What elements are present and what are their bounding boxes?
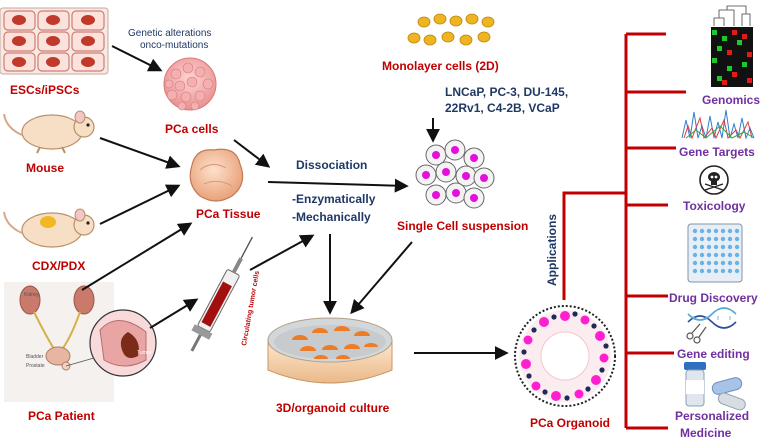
enzymatic-label: -Enzymatically <box>292 192 376 206</box>
bladder-label: Bladder <box>26 354 44 360</box>
esc-cell-grid-icon <box>0 7 109 75</box>
arrow-dissociation-to-suspension <box>267 178 409 193</box>
app-label-gene-editing: Gene editing <box>677 347 750 361</box>
patient-anatomy-icon <box>4 282 157 402</box>
cell-lines-label-1: LNCaP, PC-3, DU-145, <box>445 85 568 99</box>
syringe-icon <box>190 236 254 352</box>
mouse-label: Mouse <box>26 161 64 175</box>
app-label-genomics: Genomics <box>702 93 760 107</box>
arrow-cells-to-dissociation <box>233 139 271 168</box>
genetic-alterations-label: Genetic alterations <box>128 28 211 39</box>
kidney-label: Kidney <box>24 292 40 298</box>
culture-label: 3D/organoid culture <box>276 401 390 415</box>
app-label-drug-discovery: Drug Discovery <box>669 291 758 305</box>
patient-label: PCa Patient <box>28 409 95 423</box>
heatmap-icon <box>711 5 753 87</box>
single-cell-suspension-icon <box>415 139 495 209</box>
app-label-toxicology: Toxicology <box>683 199 746 213</box>
cdx-label: CDX/PDX <box>32 259 85 273</box>
arrow-patient-to-syringe <box>149 298 199 329</box>
single-cell-label: Single Cell suspension <box>397 219 528 233</box>
arrow-cdx-to-tissue <box>99 184 181 225</box>
application-tree <box>562 32 686 430</box>
arrow-patient-to-tissue <box>81 222 193 291</box>
pca-cells-cluster-icon <box>163 57 217 111</box>
organoid-icon <box>514 305 616 407</box>
esc-label: ESCs/iPSCs <box>10 83 80 97</box>
monolayer-cells-icon <box>407 13 495 46</box>
chromatogram-icon <box>681 109 755 140</box>
monolayer-label: Monolayer cells (2D) <box>382 59 499 73</box>
organoid-label: PCa Organoid <box>530 416 610 430</box>
onco-mutations-label: onco-mutations <box>140 40 208 51</box>
pca-cells-label: PCa cells <box>165 122 219 136</box>
cell-lines-label-2: 22Rv1, C4-2B, VCaP <box>445 101 560 115</box>
pca-tissue-icon <box>189 148 244 202</box>
app-label-medicine: Medicine <box>680 426 732 440</box>
flow-arrows <box>81 45 509 360</box>
dissociation-label: Dissociation <box>296 158 367 172</box>
well-plate-icon <box>687 223 743 283</box>
app-label-gene-targets: Gene Targets <box>679 145 755 159</box>
pca-tissue-label: PCa Tissue <box>196 207 261 221</box>
tumor-label: Tumor <box>137 350 152 356</box>
arrow-mouse-to-tissue <box>99 137 181 169</box>
arrow-esc-to-cells <box>111 45 163 72</box>
mouse-icon <box>3 110 95 154</box>
app-label-personalized: Personalized <box>675 409 749 423</box>
prostate-label: Prostate <box>26 363 45 369</box>
applications-label: Applications <box>545 214 559 286</box>
skull-icon <box>699 165 729 195</box>
arrow-ctc-to-culture <box>249 234 315 271</box>
dna-scissors-icon <box>686 307 737 344</box>
ctc-label: Circulating tumor cells <box>241 270 261 346</box>
pill-bottle-icon <box>684 362 746 411</box>
petri-dish-icon <box>267 317 393 384</box>
cdx-mouse-icon <box>3 208 95 248</box>
arrow-suspension-to-culture <box>350 241 413 315</box>
mechanical-label: -Mechanically <box>292 210 371 224</box>
